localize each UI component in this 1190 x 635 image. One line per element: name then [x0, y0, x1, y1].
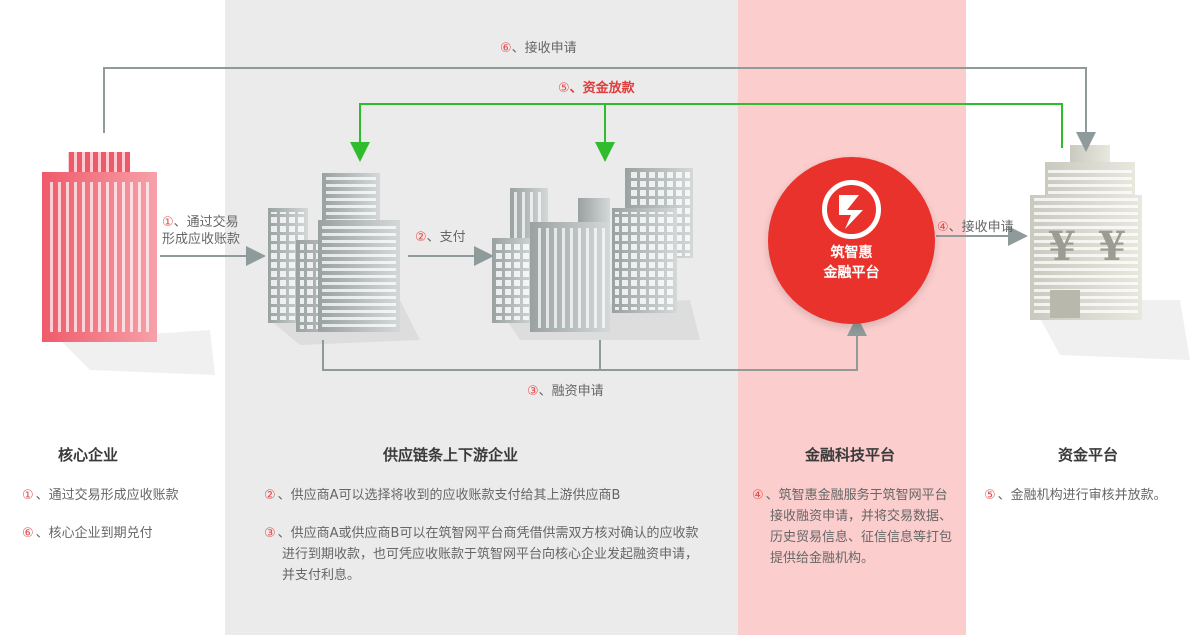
supplier-a-building-icon — [268, 173, 420, 345]
supply-description: ②、供应商A可以选择将收到的应收账款支付给其上游供应商B ③、供应商A或供应商B… — [264, 485, 704, 586]
supplier-b-building-icon — [492, 168, 700, 340]
supply-section-title: 供应链条上下游企业 — [383, 446, 519, 464]
lightning-logo-icon — [822, 180, 881, 239]
svg-text:¥: ¥ — [1048, 223, 1076, 270]
fintech-section-title: 金融科技平台 — [805, 446, 896, 464]
svg-text:¥: ¥ — [1098, 223, 1126, 270]
funds-item-1: ⑤、金融机构进行审核并放款。 — [984, 488, 1167, 503]
fintech-item-1: ④、筑智惠金融服务于筑智网平台接收融资申请，并将交易数据、历史贸易信息、征信信息… — [752, 488, 953, 566]
flow-line-financing-application — [322, 316, 867, 371]
funds-section-title: 资金平台 — [1058, 446, 1119, 464]
supply-item-2: ③、供应商A或供应商B可以在筑智网平台商凭借供需双方核对确认的应收款进行到期收款… — [264, 526, 699, 583]
platform-name-line2: 金融平台 — [823, 265, 880, 281]
flow-line-fund-release — [350, 103, 1063, 162]
core-item-2: ⑥、核心企业到期兑付 — [22, 526, 153, 541]
core-enterprise-building-icon — [42, 152, 215, 375]
supply-item-1: ②、供应商A可以选择将收到的应收账款支付给其上游供应商B — [264, 488, 621, 503]
fintech-description: ④、筑智惠金融服务于筑智网平台接收融资申请，并将交易数据、历史贸易信息、征信信息… — [752, 485, 960, 569]
platform-badge: 筑智惠 金融平台 — [768, 157, 935, 324]
core-section-title: 核心企业 — [58, 446, 119, 464]
flow-line-receive-application-top — [103, 67, 1096, 152]
step4-label: ④、接收申请 — [937, 220, 1014, 235]
step5-label: ⑤、资金放款 — [558, 81, 635, 96]
step3-label: ③、融资申请 — [527, 384, 604, 399]
platform-name-line1: 筑智惠 — [830, 245, 873, 261]
step1-label: ①、通过交易 形成应收账款 — [162, 215, 241, 247]
bank-building-icon: ¥ ¥ — [1030, 145, 1190, 360]
core-description: ①、通过交易形成应收账款 ⑥、核心企业到期兑付 — [22, 485, 217, 544]
step2-label: ②、支付 — [415, 230, 466, 245]
funds-description: ⑤、金融机构进行审核并放款。 — [984, 485, 1187, 506]
step6-label: ⑥、接收申请 — [500, 41, 577, 56]
core-item-1: ①、通过交易形成应收账款 — [22, 488, 179, 503]
